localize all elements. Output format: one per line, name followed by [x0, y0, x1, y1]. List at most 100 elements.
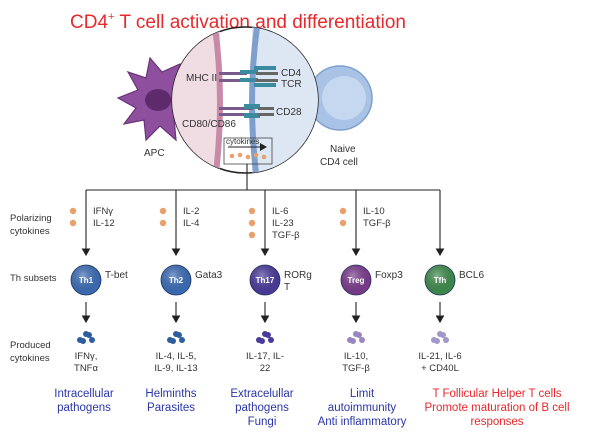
th17-outcome-line: Extracelullar	[230, 388, 293, 400]
th17-polarizing-cytokine: IL-6	[272, 206, 288, 217]
tfh-produced-cytokine: + CD40L	[421, 363, 459, 374]
th1-name: Th1	[79, 276, 94, 285]
th1-cell-shine	[71, 265, 101, 295]
treg-produced-cytokine: TGF-β	[342, 363, 370, 374]
row-label-polarizing-1: Polarizing	[10, 213, 52, 224]
naive-cd4-cell	[307, 65, 373, 131]
th17-produced-dot	[268, 337, 274, 343]
th2-outcome-line: Parasites	[147, 402, 195, 414]
synapse-cytokine-dots	[229, 152, 267, 160]
th2-polarizing-cytokine: IL-2	[183, 206, 199, 217]
th17-cell-shine	[250, 265, 280, 295]
mhc-label: MHC II	[186, 73, 217, 84]
th2-produced-cytokine: IL-9, IL-13	[154, 363, 197, 374]
cd4-label: CD4	[281, 68, 301, 79]
tfh-transcription-factor: BCL6	[459, 270, 484, 281]
th2-produced-dot	[176, 332, 182, 338]
tfh-outcome-line: responses	[470, 416, 523, 428]
th17-polarizing-dot	[248, 219, 256, 227]
th2-transcription-factor: Gata3	[195, 270, 223, 281]
diagram-title: CD4+ T cell activation and differentiati…	[70, 11, 406, 33]
th1-polarizing-dot	[69, 219, 77, 227]
th2-name: Th2	[169, 276, 184, 285]
th17-produced-cytokine: IL-17, IL-	[246, 351, 284, 362]
th1-polarizing-cytokine: IL-12	[93, 218, 115, 229]
tfh-name: Tfh	[434, 276, 447, 285]
th17-produced-dot	[259, 338, 265, 344]
th2-polarizing-dot	[159, 219, 167, 227]
tfh-outcome-line: T Follicular Helper T cells	[432, 388, 561, 400]
th17-transcription-factor: RORg	[284, 270, 312, 281]
treg-name: Treg	[348, 276, 365, 285]
mhc-tcr-complex	[219, 66, 278, 87]
th1-polarizing-cytokine: IFNγ	[93, 206, 113, 217]
tfh-produced-dot	[434, 338, 440, 344]
th17-outcome-line: Fungi	[248, 416, 277, 428]
synapse-cytokine-box	[223, 137, 273, 165]
th2-produced-cytokine: IL-4, IL-5,	[156, 351, 197, 362]
th17-polarizing-cytokine: IL-23	[272, 218, 294, 229]
tcr-label: TCR	[281, 79, 302, 90]
th1-produced-dot	[89, 337, 95, 343]
th17-polarizing-dot	[248, 231, 256, 239]
th17-polarizing-dot	[248, 207, 256, 215]
th2-produced-dot	[179, 337, 185, 343]
th1-outcome-line: Intracellular	[54, 388, 114, 400]
apc-cell	[116, 56, 200, 142]
th1-produced-cytokine: TNFα	[74, 363, 98, 374]
synapse-cytokines-label: cytokines	[226, 137, 259, 146]
treg-outcome-line: Limit	[350, 388, 375, 400]
row-label-polarizing-2: cytokines	[10, 226, 50, 237]
th17-produced-dot	[265, 332, 271, 338]
tfh-produced-dot	[440, 332, 446, 338]
treg-polarizing-cytokine: TGF-β	[363, 218, 391, 229]
th2-polarizing-dot	[159, 207, 167, 215]
th1-polarizing-dot	[69, 207, 77, 215]
treg-produced-cytokine: IL-10,	[344, 351, 368, 362]
treg-polarizing-cytokine: IL-10	[363, 206, 385, 217]
th1-outcome-line: pathogens	[57, 402, 111, 414]
treg-produced-dot	[356, 332, 362, 338]
th2-outcome-line: Helminths	[145, 388, 196, 400]
title-sup: +	[108, 11, 114, 23]
treg-transcription-factor: Foxp3	[375, 270, 403, 281]
th1-produced-cytokine: IFNγ,	[75, 351, 98, 362]
treg-cell-shine	[341, 265, 371, 295]
naive-label-line2: CD4 cell	[320, 157, 358, 168]
synapse-zoom-circle	[171, 26, 319, 174]
th2-cell-shine	[161, 265, 191, 295]
tfh-outcome-line: Promote maturation of B cell	[424, 402, 569, 414]
th17-name: Th17	[256, 276, 275, 285]
tfh-produced-cytokine: IL-21, IL-6	[418, 351, 461, 362]
th17-produced-cytokine: 22	[260, 363, 271, 374]
cd80-cd28-complex	[219, 104, 274, 118]
th17-polarizing-cytokine: TGF-β	[272, 230, 300, 241]
treg-polarizing-dot	[339, 207, 347, 215]
differentiation-tree	[86, 164, 440, 191]
treg-produced-dot	[350, 338, 356, 344]
tfh-produced-dot	[443, 337, 449, 343]
tfh-cell-shine	[425, 265, 455, 295]
th1-transcription-factor: T-bet	[105, 270, 128, 281]
th2-polarizing-cytokine: IL-4	[183, 218, 199, 229]
apc-label: APC	[144, 148, 165, 159]
th2-produced-dot	[170, 338, 176, 344]
title-main: CD4	[70, 12, 108, 33]
row-label-produced-1: Produced	[10, 340, 51, 351]
th17-transcription-factor-cont: T	[284, 282, 290, 293]
row-label-produced-2: cytokines	[10, 353, 50, 364]
th1-produced-dot	[80, 338, 86, 344]
th1-produced-dot	[86, 332, 92, 338]
row-label-subsets: Th subsets	[10, 273, 57, 284]
naive-label-line1: Naive	[330, 144, 356, 155]
treg-produced-dot	[359, 337, 365, 343]
cd80-label: CD80/CD86	[182, 119, 236, 130]
treg-outcome-line: Anti inflammatory	[318, 416, 407, 428]
treg-polarizing-dot	[339, 219, 347, 227]
